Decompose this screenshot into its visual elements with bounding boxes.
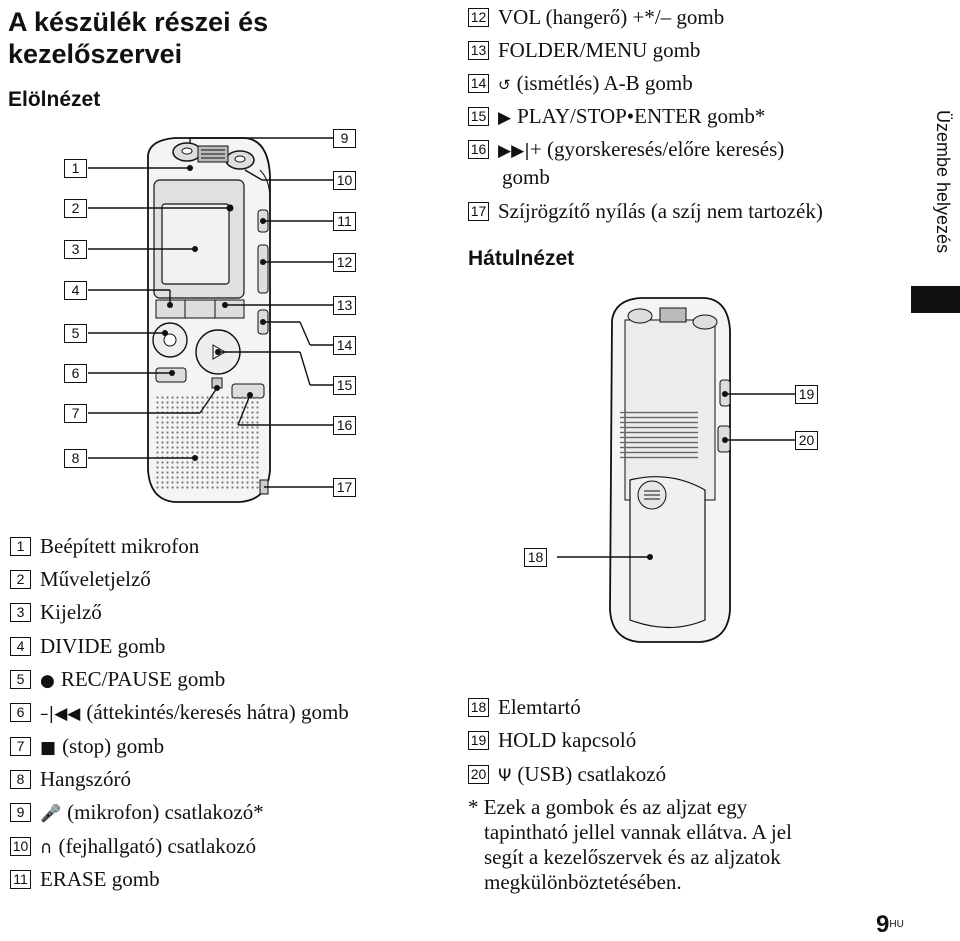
footnote-line: tapintható jellel vannak ellátva. A jel (484, 820, 792, 844)
vol-button (257, 244, 269, 294)
front-view-diagram (88, 137, 333, 503)
speaker-grille (154, 395, 259, 490)
section-tab-label: Üzembe helyezés (933, 110, 953, 254)
right-leader-lines (189, 137, 333, 488)
footnote-line: segít a kezelőszervek és az aljzatok (484, 845, 781, 869)
left-leader-lines (88, 167, 230, 459)
section-tab-marker (911, 286, 960, 313)
callout-7: 7 (64, 404, 87, 423)
microphone-icon: 🎤 (40, 804, 62, 824)
callout-14: 14 (333, 336, 356, 355)
battery-cover (629, 476, 706, 629)
display (161, 203, 230, 285)
list-item: 9🎤(mikrofon) csatlakozó* (10, 799, 264, 825)
callout-10: 10 (333, 171, 356, 190)
headphone-icon: ∩ (40, 838, 53, 858)
left-leader-dots (162, 165, 233, 461)
callout-15: 15 (333, 376, 356, 395)
footnote-line: * Ezek a gombok és az aljzat egy (468, 795, 748, 819)
callout-13: 13 (333, 296, 356, 315)
footnote: * Ezek a gombok és az aljzat egy tapinth… (468, 795, 888, 895)
callout-2: 2 (64, 199, 87, 218)
callout-11: 11 (333, 212, 356, 231)
callout-16: 16 (333, 416, 356, 435)
list-item: 15▶PLAY/STOP•ENTER gomb* (468, 103, 765, 129)
play-icon: ▶ (498, 108, 512, 128)
callout-8: 8 (64, 449, 87, 468)
front-view-title: Elölnézet (8, 88, 101, 111)
list-item: 5●REC/PAUSE gomb (10, 666, 225, 692)
fast-forward-icon: ▶▶| (498, 141, 530, 161)
callout-1: 1 (64, 159, 87, 178)
callout-3: 3 (64, 240, 87, 259)
page-number: 9HU (876, 911, 904, 938)
callout-18: 18 (524, 548, 547, 567)
callout-17: 17 (333, 478, 356, 497)
callout-12: 12 (333, 253, 356, 272)
list-item: 7■(stop) gomb (10, 733, 164, 759)
list-item: 14↺(ismétlés) A-B gomb (468, 70, 693, 96)
footnote-line: megkülönböztetésében. (484, 870, 682, 894)
stop-icon: ■ (40, 738, 57, 758)
list-item: 16▶▶|+ (gyorskeresés/előre keresés) (468, 136, 784, 162)
page-heading: A készülék részei és kezelőszervei (8, 7, 269, 69)
rewind-icon: –|◀◀ (40, 704, 81, 724)
callout-19: 19 (795, 385, 818, 404)
record-icon: ● (40, 671, 55, 691)
callout-6: 6 (64, 364, 87, 383)
callout-9: 9 (333, 129, 356, 148)
back-view-diagram (557, 297, 795, 643)
usb-icon: Ψ (498, 766, 512, 786)
list-item: 6–|◀◀(áttekintés/keresés hátra) gomb (10, 699, 349, 725)
right-leader-dots (215, 218, 266, 398)
list-item: gomb (502, 165, 550, 189)
list-item: 10∩(fejhallgató) csatlakozó (10, 833, 256, 859)
back-view-title: Hátulnézet (468, 247, 575, 270)
repeat-icon: ↺ (498, 76, 511, 94)
callout-5: 5 (64, 324, 87, 343)
callout-4: 4 (64, 281, 87, 300)
device-side (259, 169, 271, 470)
callout-20: 20 (795, 431, 818, 450)
